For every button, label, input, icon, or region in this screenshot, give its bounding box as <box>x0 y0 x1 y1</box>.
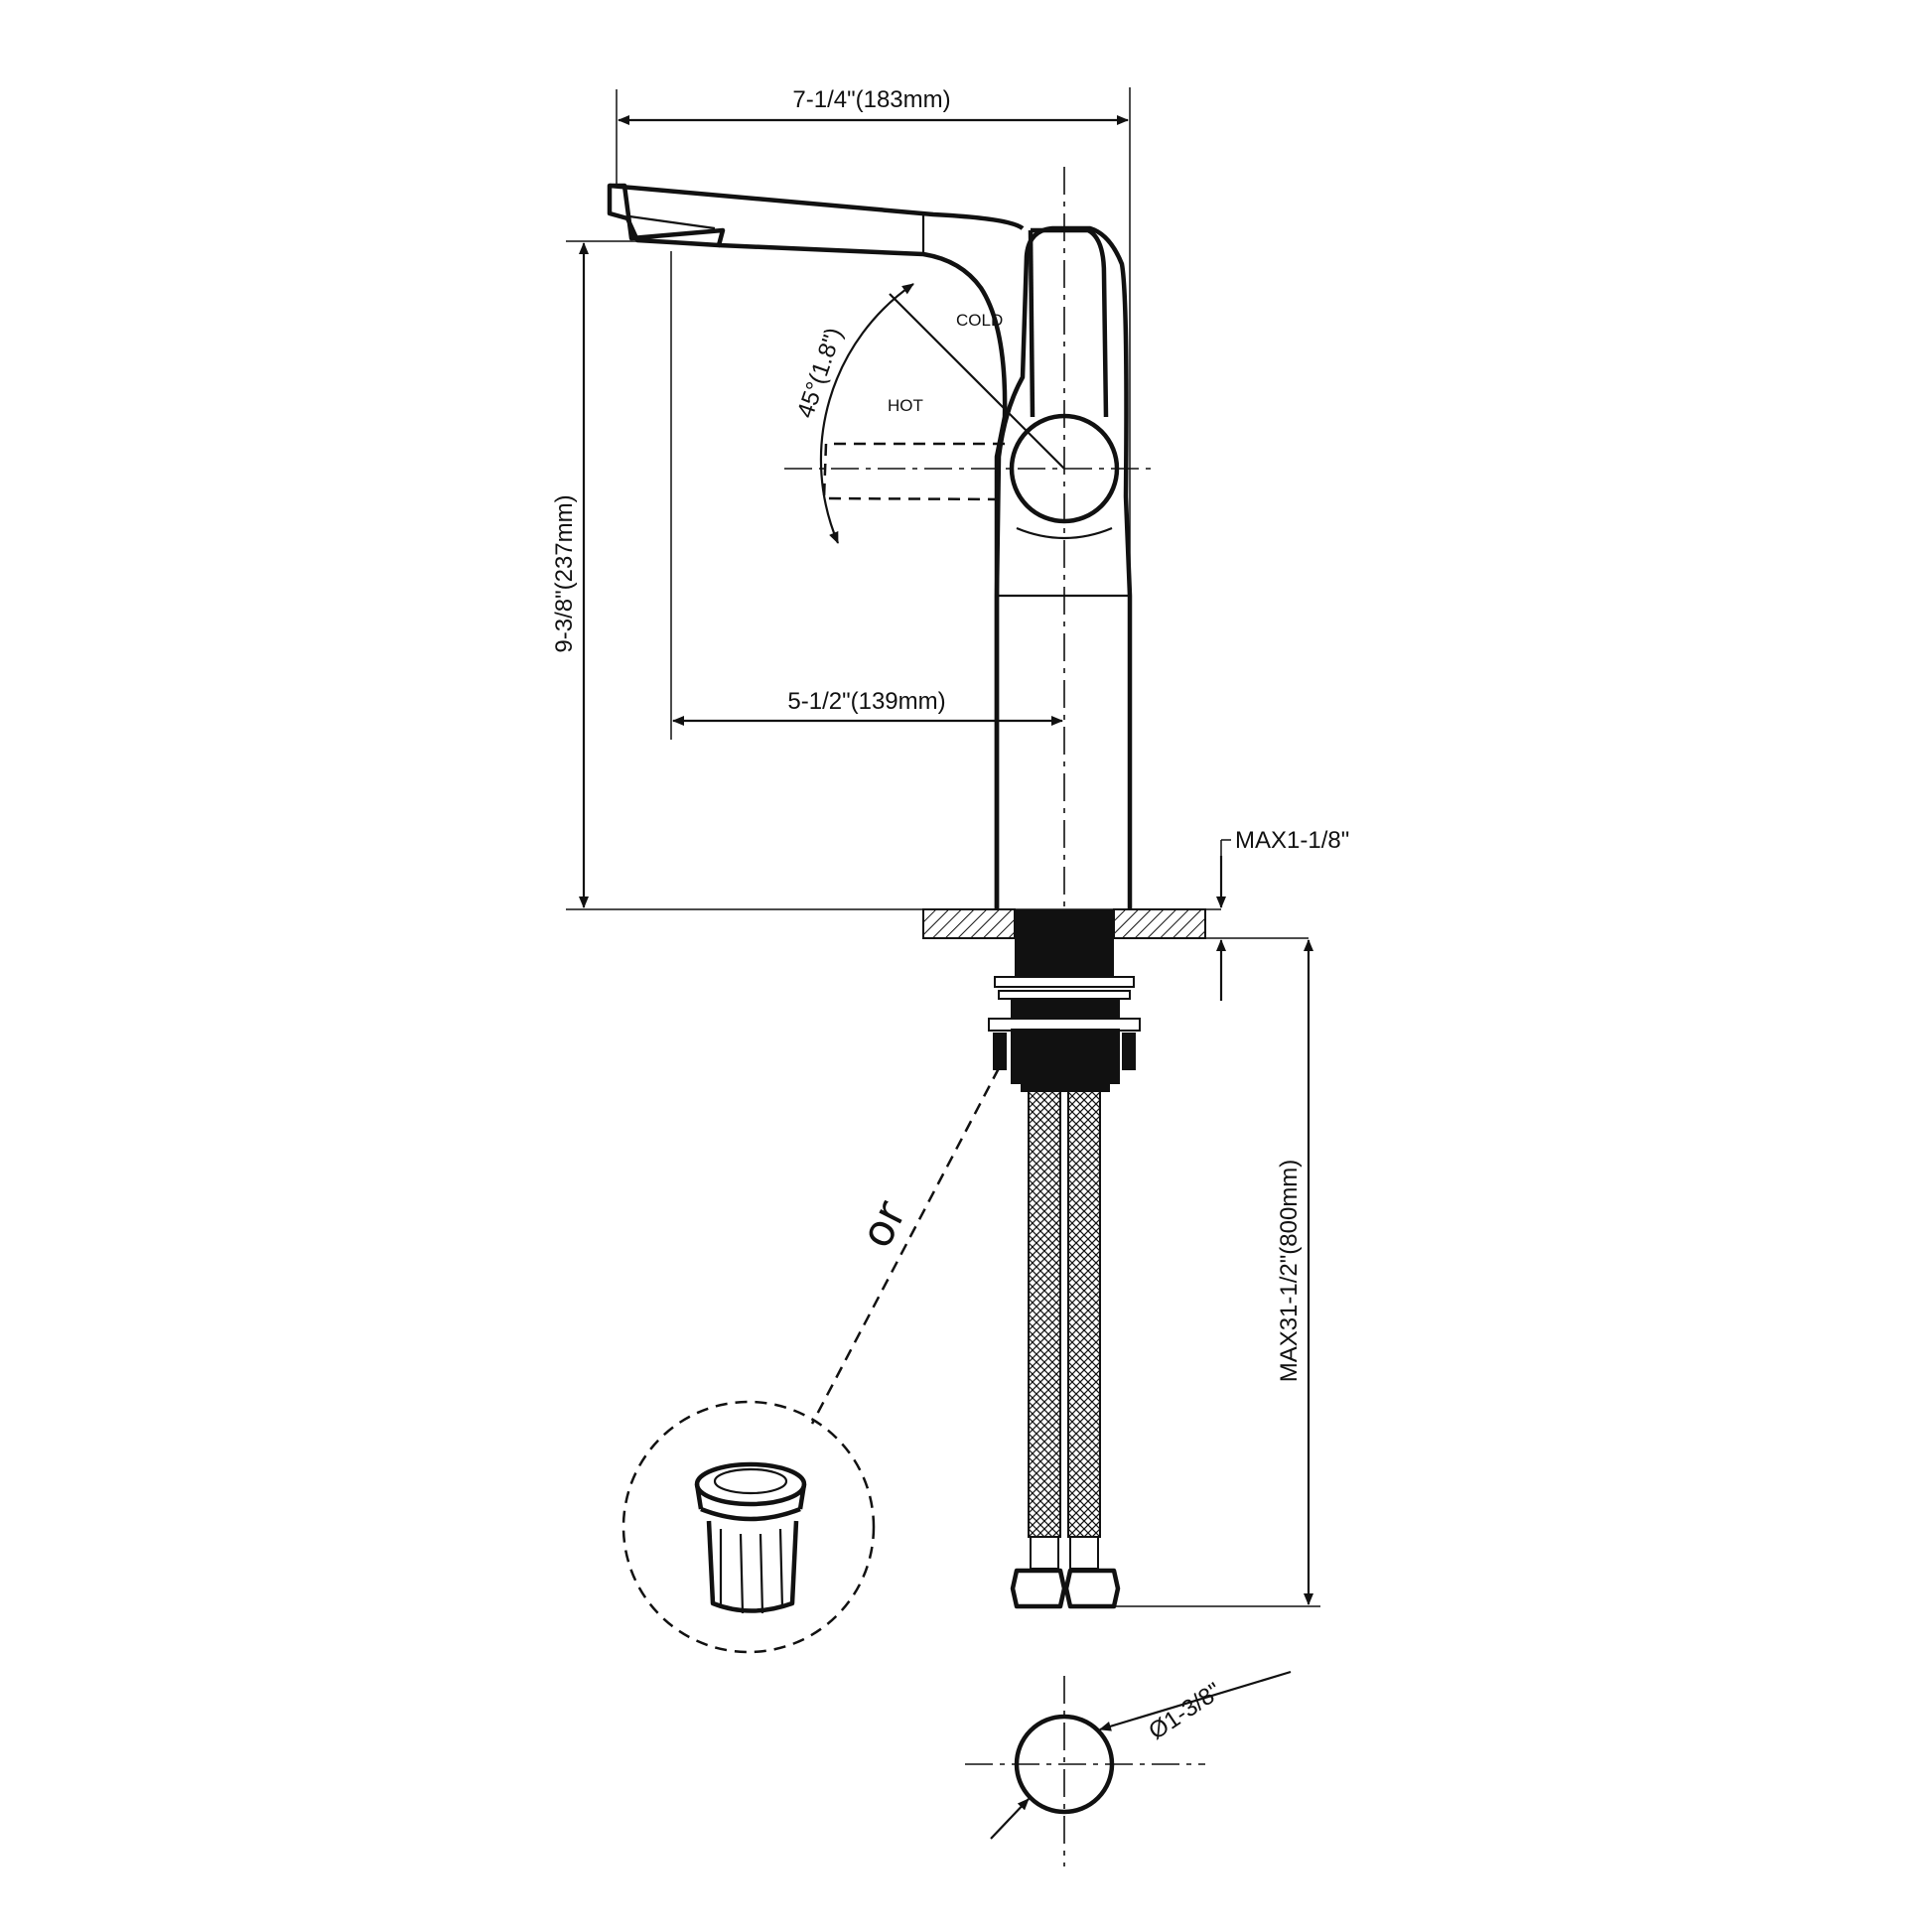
alternative-nut-detail: or <box>621 1067 1001 1654</box>
deck-thickness-dimension: MAX1-1/8" <box>1216 827 1349 1001</box>
supply-hoses <box>1010 1089 1121 1609</box>
spout-reach-label: 5-1/2"(139mm) <box>787 688 945 715</box>
overall-width-dimension: 7-1/4"(183mm) <box>616 86 1131 715</box>
mounting-hole-detail: Ø1-3/8" <box>965 1670 1292 1866</box>
deck-thickness-label: MAX1-1/8" <box>1235 827 1349 854</box>
hose-length-dimension: MAX31-1/2"(800mm) <box>1116 939 1320 1607</box>
spout-height-dimension: 9-3/8"(237mm) <box>551 240 665 908</box>
or-label: or <box>851 1192 916 1256</box>
hot-label: HOT <box>888 396 923 415</box>
overall-width-label: 7-1/4"(183mm) <box>792 86 950 113</box>
spout-height-label: 9-3/8"(237mm) <box>551 494 578 652</box>
hose-length-label: MAX31-1/2"(800mm) <box>1276 1160 1303 1383</box>
counter-deck <box>566 908 1309 939</box>
mounting-hardware <box>988 909 1141 1092</box>
spout-reach-dimension: 5-1/2"(139mm) <box>670 251 1063 740</box>
cold-label: COLD <box>956 311 1003 330</box>
faucet-body <box>607 167 1152 1082</box>
